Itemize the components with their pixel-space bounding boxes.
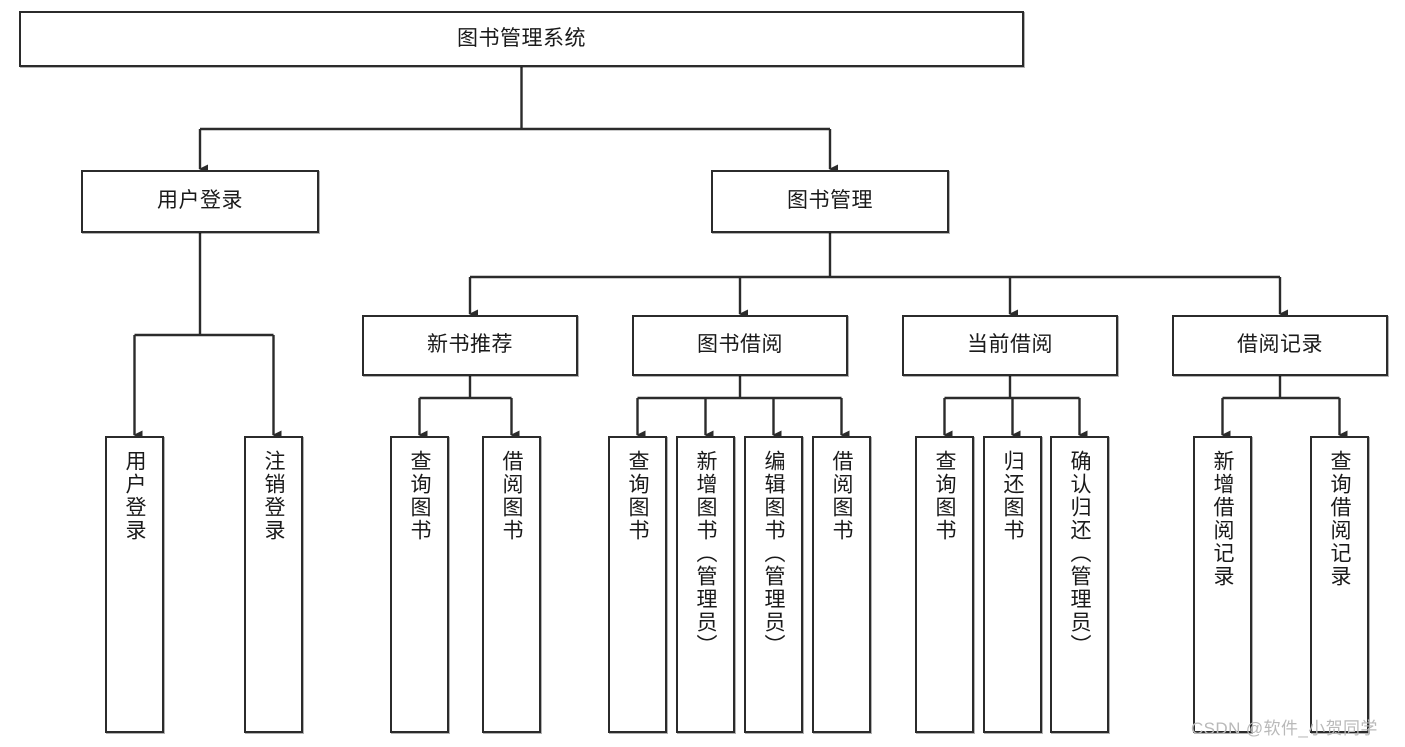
node-leaf-user-login[interactable]: 用户登录: [105, 436, 164, 733]
node-new-book-rec[interactable]: 新书推荐: [362, 315, 578, 376]
node-leaf-borrow-book-2[interactable]: 借阅图书: [812, 436, 871, 733]
node-label: 归还图书: [1001, 450, 1024, 542]
node-label: 编辑图书（管理员）: [762, 450, 785, 657]
node-label: 图书借阅: [697, 333, 783, 357]
node-leaf-add-book[interactable]: 新增图书（管理员）: [676, 436, 735, 733]
node-leaf-query-record[interactable]: 查询借阅记录: [1310, 436, 1369, 733]
node-borrow-record[interactable]: 借阅记录: [1172, 315, 1388, 376]
node-label: 查询图书: [933, 450, 956, 542]
node-book-borrow[interactable]: 图书借阅: [632, 315, 848, 376]
node-leaf-user-logout[interactable]: 注销登录: [244, 436, 303, 733]
node-label: 确认归还（管理员）: [1068, 450, 1091, 657]
node-label: 新增借阅记录: [1211, 450, 1234, 588]
node-user-login[interactable]: 用户登录: [81, 170, 319, 233]
node-label: 借阅图书: [830, 450, 853, 542]
node-label: 查询图书: [408, 450, 431, 542]
node-label: 用户登录: [157, 189, 243, 213]
node-leaf-query-book-3[interactable]: 查询图书: [915, 436, 974, 733]
node-root[interactable]: 图书管理系统: [19, 11, 1024, 67]
node-label: 图书管理: [787, 189, 873, 213]
node-leaf-query-book-2[interactable]: 查询图书: [608, 436, 667, 733]
node-current-borrow[interactable]: 当前借阅: [902, 315, 1118, 376]
edge-group: [133, 67, 1348, 440]
node-label: 图书管理系统: [457, 26, 586, 50]
node-label: 查询图书: [626, 450, 649, 542]
node-leaf-add-record[interactable]: 新增借阅记录: [1193, 436, 1252, 733]
node-label: 新书推荐: [427, 333, 513, 357]
node-label: 借阅记录: [1237, 333, 1323, 357]
node-book-manage[interactable]: 图书管理: [711, 170, 949, 233]
node-label: 查询借阅记录: [1328, 450, 1351, 588]
node-label: 借阅图书: [500, 450, 523, 542]
node-leaf-query-book-1[interactable]: 查询图书: [390, 436, 449, 733]
node-label: 当前借阅: [967, 333, 1053, 357]
node-leaf-confirm-return[interactable]: 确认归还（管理员）: [1050, 436, 1109, 733]
node-leaf-edit-book[interactable]: 编辑图书（管理员）: [744, 436, 803, 733]
node-leaf-borrow-book-1[interactable]: 借阅图书: [482, 436, 541, 733]
node-label: 用户登录: [123, 450, 146, 542]
node-label: 新增图书（管理员）: [694, 450, 717, 657]
node-leaf-return-book[interactable]: 归还图书: [983, 436, 1042, 733]
node-label: 注销登录: [262, 450, 285, 542]
